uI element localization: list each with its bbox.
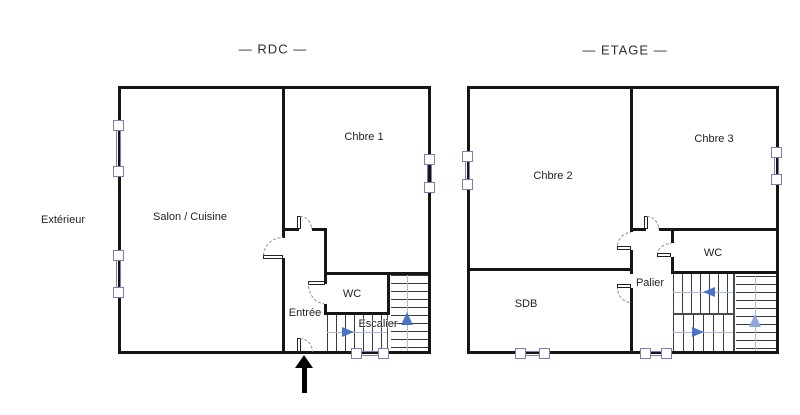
exterior-label: Extérieur [40, 214, 86, 226]
door-leaf [657, 253, 671, 257]
stair-treads [327, 315, 387, 351]
door-opening [671, 243, 674, 257]
window-pane [113, 166, 124, 177]
window-pane [378, 348, 389, 359]
stair-up-arrow-icon [401, 312, 413, 325]
wall [118, 86, 121, 354]
door-leaf [617, 284, 631, 288]
window-pane [113, 287, 124, 298]
window-pane [424, 182, 435, 193]
window-symbol [351, 348, 389, 359]
room-label-entree: Entrée [288, 307, 322, 319]
stair-edge [733, 274, 735, 351]
wall [282, 86, 285, 238]
wall [630, 86, 633, 232]
door-swing-arc [308, 284, 324, 304]
stair-edge [387, 315, 388, 351]
window-pane [113, 250, 124, 261]
window-sash [526, 351, 539, 356]
room-label-sdb: SDB [514, 298, 538, 310]
stair-treads [736, 276, 776, 351]
door-swing-arc [647, 216, 659, 229]
room-label-chbre1: Chbre 1 [344, 131, 384, 143]
stair-left-arrow-icon [703, 287, 715, 297]
window-symbol [113, 250, 124, 298]
door-swing-arc [617, 288, 631, 303]
window-pane [424, 154, 435, 165]
stair-guide-line [327, 332, 387, 333]
window-pane [771, 174, 782, 185]
wall [630, 250, 633, 274]
window-pane [462, 151, 473, 162]
stair-guide-line [755, 276, 756, 351]
room-label-salon: Salon / Cuisine [153, 211, 227, 223]
stair-right-arrow-icon [342, 327, 354, 337]
room-label-wc-rdc: WC [342, 288, 362, 300]
wall [118, 351, 431, 354]
wall [282, 258, 285, 354]
window-pane [113, 120, 124, 131]
window-pane [462, 179, 473, 190]
wall [282, 228, 299, 231]
window-sash [116, 261, 121, 287]
door-swing-arc [300, 216, 312, 229]
room-label-chbre3: Chbre 3 [694, 133, 734, 145]
window-sash [362, 351, 378, 356]
wall [467, 268, 633, 271]
window-pane [771, 147, 782, 158]
room-label-chbre2: Chbre 2 [533, 170, 573, 182]
window-pane [351, 348, 362, 359]
window-sash [427, 165, 432, 182]
etage-plan-title: — ETAGE — [582, 42, 668, 58]
wall [776, 86, 779, 354]
rdc-plan-title: — RDC — [238, 41, 308, 57]
window-sash [774, 158, 779, 174]
room-label-palier: Palier [635, 277, 665, 289]
entrance-arrow-icon [295, 355, 313, 368]
wall [630, 228, 646, 231]
room-label-wc-etage: WC [703, 247, 723, 259]
wall [118, 86, 431, 89]
window-pane [640, 348, 651, 359]
window-symbol [640, 348, 672, 359]
wall [467, 86, 470, 354]
window-sash [116, 131, 121, 166]
wall [467, 351, 779, 354]
window-symbol [113, 120, 124, 177]
window-sash [651, 351, 661, 356]
wall [630, 288, 633, 354]
stair-up-arrow-icon [749, 314, 761, 327]
entrance-arrow-stem [302, 367, 307, 393]
window-symbol [771, 147, 782, 185]
wall [428, 86, 431, 354]
wall [659, 228, 674, 231]
window-sash [465, 162, 470, 179]
door-swing-arc [657, 243, 671, 255]
wc-room-box [671, 228, 779, 274]
window-pane [539, 348, 550, 359]
window-pane [515, 348, 526, 359]
wall [324, 228, 327, 274]
window-symbol [462, 151, 473, 190]
wall [312, 228, 327, 231]
door-opening [324, 284, 327, 304]
door-swing-arc [263, 237, 283, 256]
window-pane [661, 348, 672, 359]
wall [387, 272, 431, 275]
door-leaf [617, 246, 631, 250]
window-symbol [424, 154, 435, 193]
room-label-escalier: Escalier [358, 318, 398, 330]
door-swing-arc [300, 338, 313, 352]
door-swing-arc [617, 232, 631, 247]
stair-right-arrow-icon [692, 327, 704, 337]
wall [467, 86, 779, 89]
stair-landing-edge [673, 313, 733, 315]
door-leaf [263, 255, 283, 259]
window-symbol [515, 348, 550, 359]
